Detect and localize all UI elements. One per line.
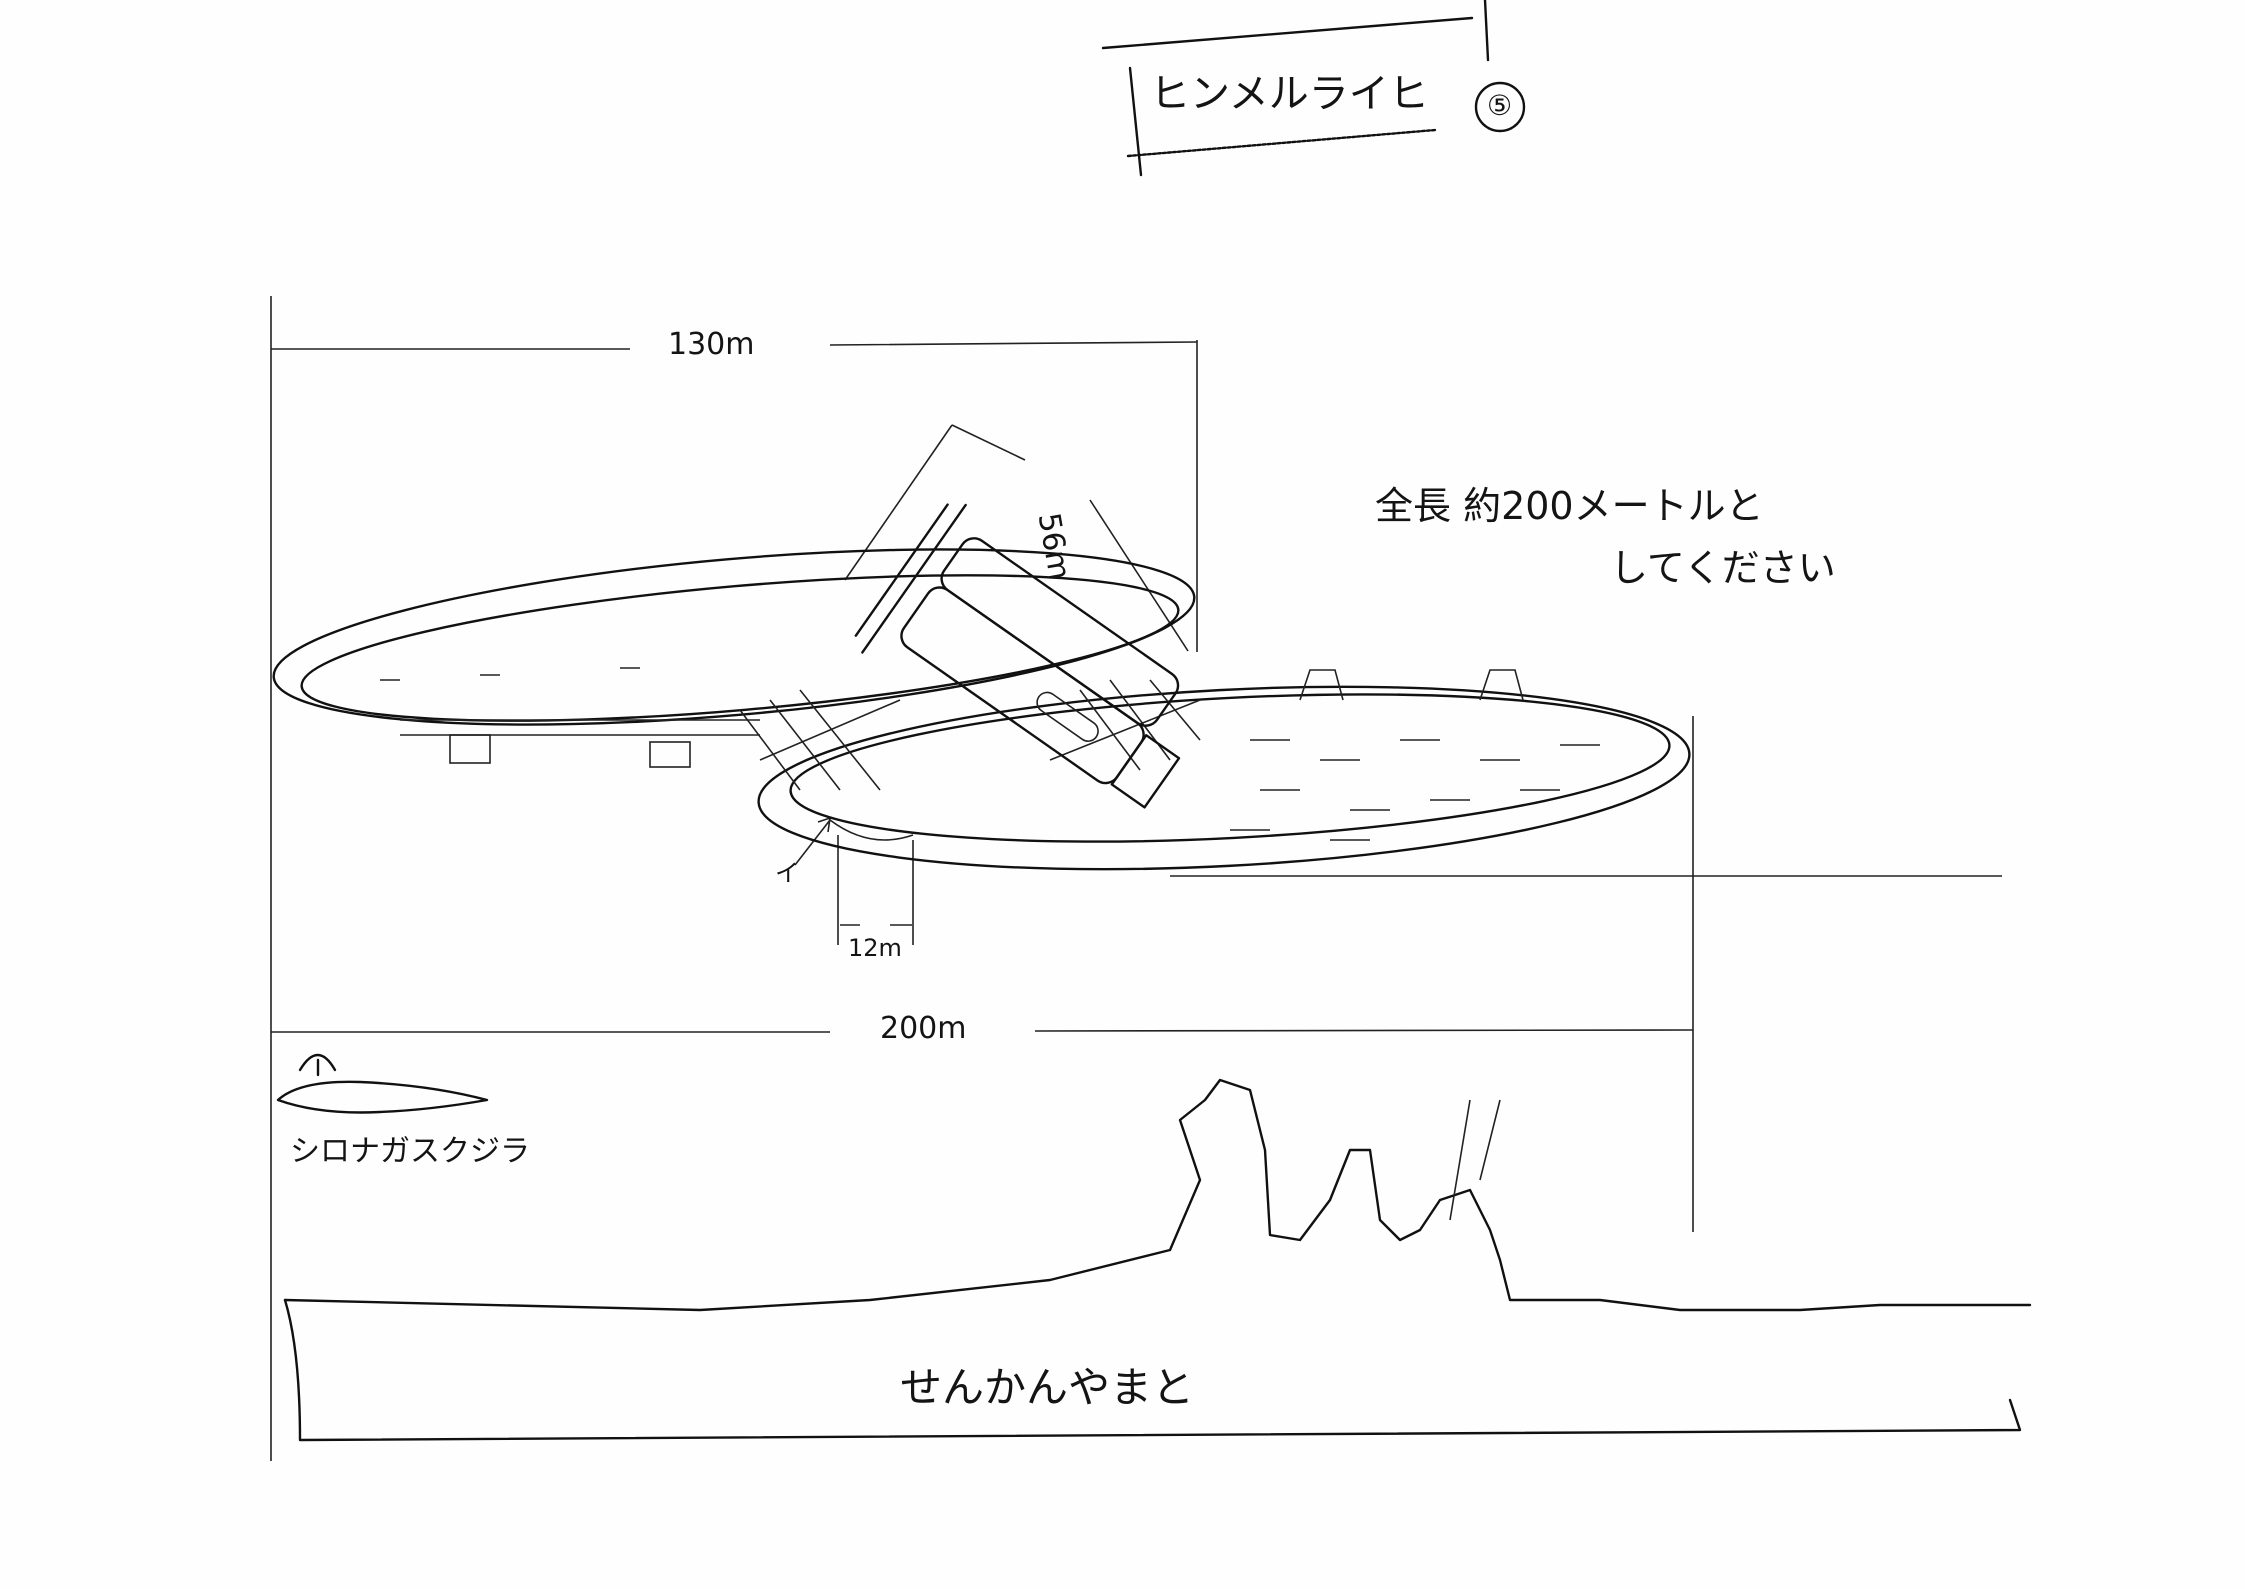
whale-label: シロナガスクジラ [290,1134,530,1169]
central-truss [739,679,1201,791]
upper-disc [272,548,1196,768]
whale-sketch [276,1053,489,1114]
sheet-number: ⑤ [1487,89,1513,122]
tilted-tower [854,503,1181,809]
dimension-lines [270,296,2002,1461]
whale-spout-icon [298,1053,337,1077]
marker-label: イ [775,859,799,887]
dim-130m-line [271,341,1198,350]
dim-56m-line [951,424,1189,652]
sheet-number-circle [1474,81,1526,133]
battleship-silhouette [283,1078,2032,1442]
dim-200m-line [271,1029,1694,1033]
battleship-label: せんかんやまと [900,1363,1195,1412]
dim-200m-label: 200m [880,1011,967,1046]
lower-disc [757,669,1691,871]
sheet-title: ヒンメルライヒ [1150,71,1429,117]
dim-12m-label: 12m [848,934,902,962]
dim-12m-lines [837,835,914,945]
dim-130m-label: 130m [668,327,755,362]
title-box [1101,0,1526,177]
marker-arrow [794,816,831,866]
note-line-1: 全長 約200メートルと [1375,484,1764,528]
note-line-2: してください [1610,546,1836,590]
turrets [1299,669,1524,701]
